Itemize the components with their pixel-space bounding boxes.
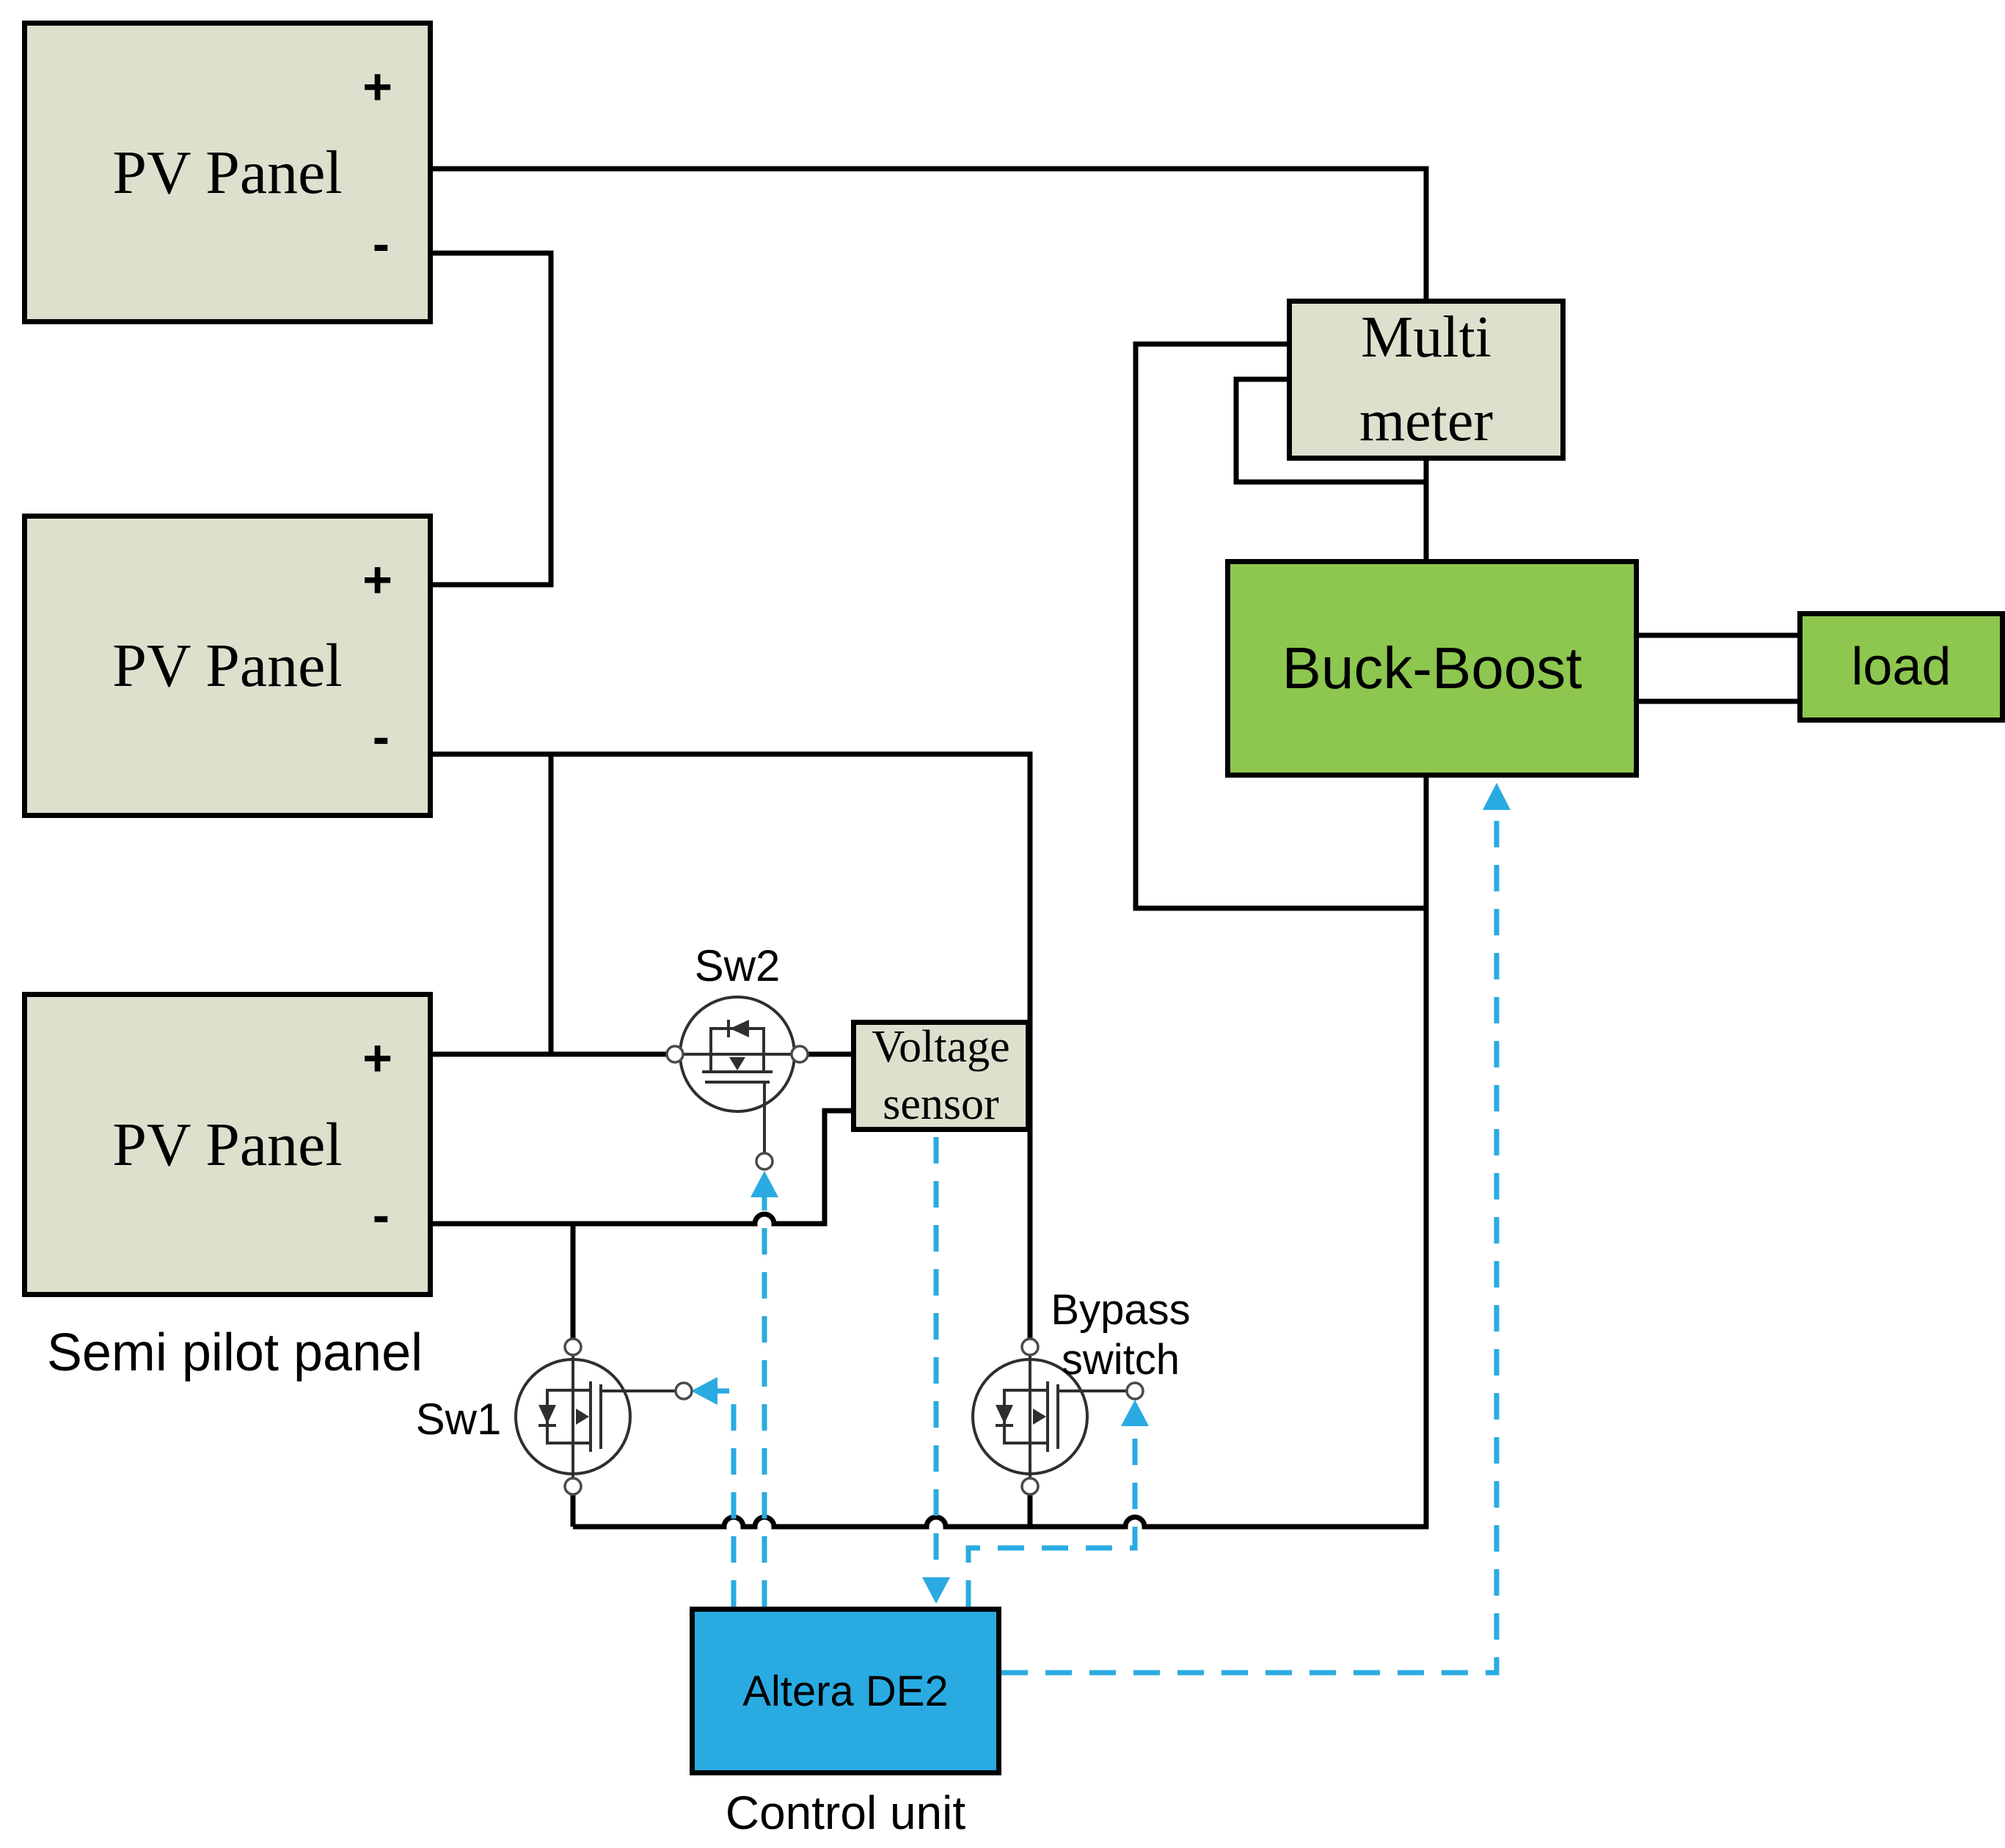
bypass-gate-terminal [1125, 1381, 1144, 1400]
multimeter-box: Multi meter [1287, 299, 1566, 461]
arrowhead-buckboost [1483, 783, 1511, 810]
power-wires [433, 166, 1797, 1530]
pv-panel-2-box: PV Panel + - [22, 514, 433, 818]
pv-panel-2-label: PV Panel [112, 632, 343, 700]
pv-panel-1-minus-sign: - [372, 215, 390, 272]
voltage-sensor-label-line2: sensor [883, 1078, 999, 1129]
pv-panel-1-plus-sign: + [362, 58, 392, 115]
pv-panel-3-plus-sign: + [362, 1029, 392, 1086]
sw2-mosfet-diode-triangle [730, 1020, 749, 1037]
sw2-mosfet-icon [675, 996, 800, 1154]
multimeter-label-line1: Multi [1361, 304, 1491, 370]
sw2-left-terminal [665, 1045, 684, 1064]
bypass-switch-label-line1: Bypass [1051, 1286, 1191, 1334]
pv-panel-1-label: PV Panel [112, 138, 343, 207]
buck-boost-label: Buck-Boost [1282, 635, 1582, 701]
bypass-switch-label-line2: switch [1061, 1336, 1180, 1384]
wire-multimeter-loop [1233, 376, 1426, 485]
semi-pilot-panel-label: Semi pilot panel [46, 1323, 423, 1382]
bypass-mosfet-diode-triangle [996, 1405, 1013, 1424]
sw1-mosfet-icon [514, 1354, 676, 1479]
load-label: load [1851, 638, 1951, 696]
pv-panel-1-box: PV Panel + - [22, 21, 433, 324]
bypass-top-terminal [1020, 1337, 1040, 1356]
bypass-bottom-terminal [1020, 1477, 1040, 1496]
voltage-sensor-label-line1: Voltage [872, 1022, 1010, 1072]
wire-pv1-plus-to-multimeter [433, 166, 1429, 299]
multimeter-label-line2: meter [1359, 388, 1494, 453]
control-unit-caption: Control unit [725, 1786, 966, 1839]
sw1-bottom-terminal [563, 1477, 582, 1496]
signal-de2-to-buckboost [1001, 810, 1500, 1676]
pv-panel-2-plus-sign: + [362, 551, 392, 608]
multimeter-label: Multi meter [1359, 296, 1493, 463]
sw2-right-terminal [790, 1045, 809, 1064]
pv-panel-3-minus-sign: - [372, 1186, 390, 1243]
voltage-sensor-box: Voltage sensor [851, 1020, 1031, 1132]
sw2-gate-terminal [755, 1152, 774, 1171]
arrowhead-sw2-gate [750, 1171, 778, 1197]
signal-de2-to-bypass-gate [965, 1426, 1138, 1607]
pv-panel-2-minus-sign: - [372, 708, 390, 765]
bypass-switch-label: Bypass switch [1049, 1285, 1192, 1386]
voltage-sensor-label: Voltage sensor [872, 1019, 1009, 1133]
sw1-gate-terminal [674, 1381, 693, 1400]
sw1-label: Sw1 [415, 1395, 502, 1444]
wire-bottom-bus-to-buckboost [573, 778, 1429, 1530]
bypass-mosfet-icon [971, 1354, 1127, 1479]
arrowhead-voltage-sensor [922, 1577, 950, 1604]
signal-de2-to-sw1-gate [717, 1388, 737, 1607]
pv-panel-3-box: PV Panel + - [22, 992, 433, 1297]
sw2-label: Sw2 [694, 941, 781, 990]
sw1-mosfet-channel-stubs [573, 1389, 591, 1445]
bypass-mosfet-channel-stubs [1030, 1389, 1048, 1445]
arrowhead-sw1-gate [691, 1377, 717, 1405]
buck-boost-box: Buck-Boost [1225, 559, 1639, 778]
wire-pv3-minus-to-voltage-sensor [433, 1108, 851, 1227]
arrowhead-bypass-gate [1121, 1400, 1149, 1426]
wire-pv2-minus-to-bypass-top [433, 751, 1033, 1339]
pv-panel-3-label: PV Panel [112, 1110, 343, 1179]
bypass-mosfet-arrow [1033, 1409, 1046, 1425]
altera-de2-label: Altera DE2 [742, 1667, 949, 1715]
wire-pv1-minus-to-pv2-plus [433, 250, 554, 588]
wire-multimeter-left-return-bus [1133, 341, 1426, 911]
control-signal-lines [691, 783, 1511, 1676]
sw1-mosfet-diode-triangle [538, 1405, 556, 1424]
sw1-mosfet-arrow [576, 1409, 589, 1425]
sw1-top-terminal [563, 1337, 582, 1356]
altera-de2-box: Altera DE2 [690, 1607, 1001, 1775]
sw2-mosfet-arrow [729, 1057, 745, 1070]
load-box: load [1797, 611, 2005, 723]
sw2-mosfet-channel-stubs [709, 1054, 765, 1072]
